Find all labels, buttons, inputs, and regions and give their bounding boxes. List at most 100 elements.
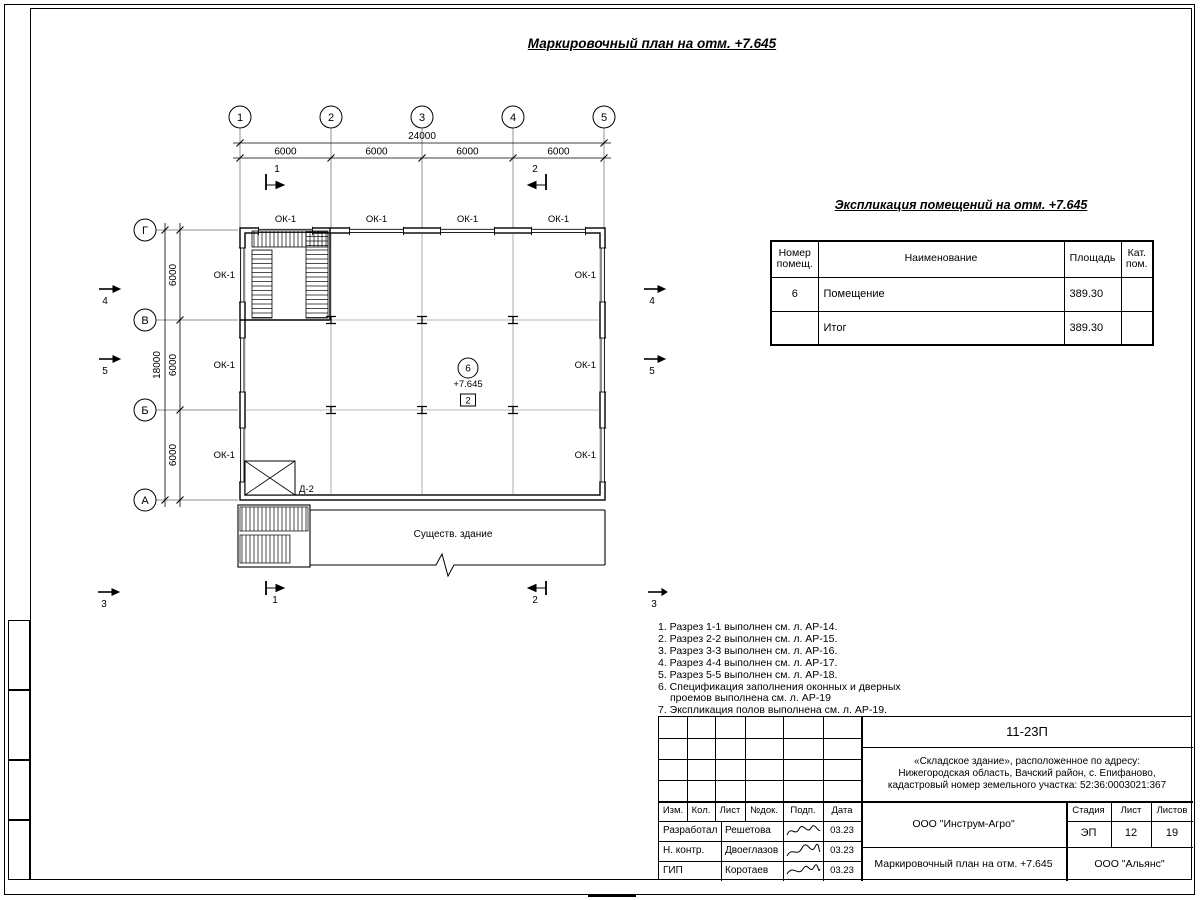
dim-seg-left: 6000	[168, 263, 179, 286]
schedule-header-cat: Кат. пом.	[1120, 240, 1154, 278]
window-label: ОК-1	[575, 270, 596, 281]
column-symbols	[326, 315, 518, 415]
project-line: «Складское здание», расположенное по адр…	[914, 756, 1140, 767]
stage-value: ЭП	[1080, 827, 1097, 840]
rev-header-list: Лист	[719, 805, 741, 817]
dim-seg-top: 6000	[547, 147, 570, 158]
note-line: 1. Разрез 1-1 выполнен см. л. АР-14.	[658, 621, 838, 633]
note-line: 2. Разрез 2-2 выполнен см. л. АР-15.	[658, 632, 838, 645]
axis-left-g: Г	[142, 225, 148, 237]
room-num	[770, 310, 819, 346]
window-label: ОК-1	[275, 214, 296, 225]
frame-cell	[8, 690, 30, 760]
frame-cell	[8, 620, 30, 690]
frame-cell	[8, 820, 30, 880]
shaft-box: Д-2	[244, 460, 314, 496]
designer-org: ООО "Инструм-Агро"	[912, 817, 1015, 830]
project-line: Нижегородская область, Вачский район, с.…	[898, 768, 1156, 779]
existing-building-label: Существ. здание	[414, 529, 493, 540]
contractor-org: ООО "Альянс"	[1094, 857, 1165, 870]
room-schedule: Номер помещ. Наименование Площадь Кат. п…	[770, 240, 1154, 346]
sig-name: Двоеглазов	[725, 845, 779, 856]
sheet-label: Лист	[1120, 805, 1142, 817]
axis-top-5: 5	[601, 112, 607, 124]
window-label: ОК-1	[457, 214, 478, 225]
section-2-bottom: 2	[532, 595, 538, 606]
dim-seg-left: 6000	[168, 353, 179, 376]
schedule-row: 6 Помещение 389.30	[770, 276, 1154, 312]
sig-role: ГИП	[663, 865, 683, 876]
room-cat	[1120, 310, 1154, 346]
schedule-header-area: Площадь	[1063, 240, 1122, 278]
axis-left-v: В	[141, 315, 148, 327]
dim-seg-top: 6000	[365, 147, 388, 158]
note-line: 4. Разрез 4-4 выполнен см. л. АР-17.	[658, 656, 838, 669]
room-name: Помещение	[817, 276, 1065, 312]
notes: 1. Разрез 1-1 выполнен см. л. АР-14. 2. …	[658, 621, 920, 717]
room-cat	[1120, 276, 1154, 312]
dimension-lines	[164, 142, 611, 507]
window-label: ОК-1	[214, 270, 235, 281]
window-label: ОК-1	[366, 214, 387, 225]
room-zone: 2	[465, 396, 470, 407]
rev-header-ndok: №док.	[750, 805, 778, 817]
sheets-total: 19	[1165, 827, 1179, 840]
sheets-label: Листов	[1156, 805, 1188, 817]
schedule-header-num: Номер помещ.	[770, 240, 819, 278]
note-line: 3. Разрез 3-3 выполнен см. л. АР-16.	[658, 644, 838, 657]
room-number: 6	[465, 364, 471, 375]
section-1-top: 1	[274, 164, 280, 175]
rev-header-data: Дата	[831, 805, 853, 817]
note-line: 6. Спецификация заполнения оконных и две…	[658, 680, 901, 705]
doc-number: 11-23П	[1006, 724, 1048, 740]
room-area: 389.30	[1063, 310, 1122, 346]
section-5-left: 5	[102, 366, 108, 377]
sig-name: Решетова	[725, 825, 771, 836]
room-num: 6	[770, 276, 819, 312]
room-tag: 6 +7.645 2	[453, 357, 483, 407]
window-label: ОК-1	[575, 360, 596, 371]
drawing-title: Маркировочный план на отм. +7.645	[874, 857, 1053, 870]
project-description: «Складское здание», расположенное по адр…	[861, 747, 1193, 801]
axis-bubbles	[133, 105, 616, 512]
window-label: ОК-1	[214, 450, 235, 461]
room-name: Итог	[817, 310, 1065, 346]
signature	[783, 861, 823, 881]
dimension-ticks	[161, 139, 608, 504]
existing-building: Существ. здание	[309, 509, 606, 578]
axis-top-2: 2	[328, 112, 334, 124]
axis-top-3: 3	[419, 112, 425, 124]
note-line: 7. Экспликация полов выполнена см. л. АР…	[658, 704, 887, 717]
note-line: 5. Разрез 5-5 выполнен см. л. АР-18.	[658, 668, 838, 681]
section-3-right: 3	[651, 599, 657, 610]
rev-header-kol: Кол.	[691, 805, 711, 817]
section-5-right: 5	[649, 366, 655, 377]
section-4-left: 4	[102, 296, 108, 307]
project-line: кадастровый номер земельного участка: 52…	[887, 780, 1167, 791]
page-title: Маркировочный план на отм. +7.645	[527, 36, 777, 51]
sig-role: Разработал	[663, 825, 718, 836]
section-3-left: 3	[101, 599, 107, 610]
floor-plan: 6 +7.645 2 Д-2 Существ. здание	[98, 105, 668, 610]
schedule-header-name: Наименование	[817, 240, 1065, 278]
door-label: Д-2	[299, 484, 314, 495]
stage-label: Стадия	[1072, 805, 1105, 817]
signature	[783, 841, 823, 861]
schedule-title: Экспликация помещений на отм. +7.645	[834, 198, 1088, 212]
stairs-interior	[240, 228, 331, 321]
axis-top-1: 1	[237, 112, 243, 124]
dim-total-left: 18000	[152, 351, 163, 379]
frame-cell	[8, 760, 30, 820]
axis-left-b: Б	[141, 405, 148, 417]
axis-top-4: 4	[510, 112, 516, 124]
room-area: 389.30	[1063, 276, 1122, 312]
dim-seg-left: 6000	[168, 443, 179, 466]
axis-extension-lines	[156, 128, 605, 501]
building-walls	[239, 227, 606, 501]
signature	[783, 821, 823, 841]
window-label: ОК-1	[548, 214, 569, 225]
section-4-right: 4	[649, 296, 655, 307]
sig-role: Н. контр.	[663, 845, 705, 856]
room-elevation: +7.645	[453, 379, 482, 390]
window-label: ОК-1	[575, 450, 596, 461]
